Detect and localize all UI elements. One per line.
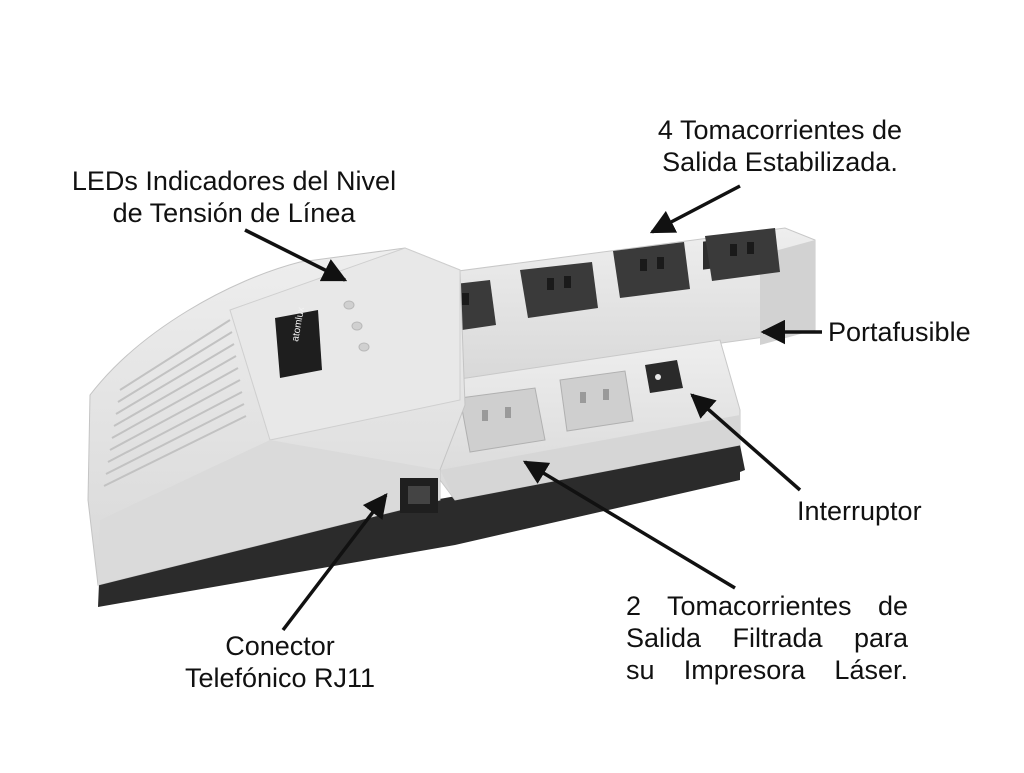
callout-switch: Interruptor: [797, 495, 922, 527]
led-indicators: [343, 300, 370, 352]
callout-arrows: [244, 184, 822, 632]
callout-fuse-holder-line1: Portafusible: [828, 317, 971, 347]
power-switch: [645, 360, 683, 393]
arrow-stabilized-outlets: [649, 184, 741, 234]
callout-fuse-holder: Portafusible: [828, 316, 971, 348]
callout-filtered-outlets: 2 Tomacorrientes de Salida Filtrada para…: [626, 590, 908, 686]
brand-logo: atomlux: [275, 306, 322, 378]
callout-filtered-line2: Salida Filtrada para: [626, 623, 908, 653]
callout-leds: LEDs Indicadores del Nivel de Tensión de…: [46, 165, 422, 229]
callout-leds-line1: LEDs Indicadores del Nivel: [71, 166, 397, 196]
callout-switch-line1: Interruptor: [797, 496, 922, 526]
callout-stabilized-outlets: 4 Tomacorrientes de Salida Estabilizada.: [630, 114, 930, 178]
callout-stabilized-line2: Salida Estabilizada.: [662, 147, 898, 177]
callout-rj11: Conector Telefónico RJ11: [160, 630, 400, 694]
callout-filtered-line3: su Impresora Láser.: [626, 655, 908, 685]
arrow-switch: [690, 393, 802, 492]
vent-ribs: [103, 319, 247, 487]
callout-rj11-line2: Telefónico RJ11: [184, 663, 376, 693]
callout-filtered-line1: 2 Tomacorrientes de: [626, 591, 908, 621]
callout-stabilized-line1: 4 Tomacorrientes de: [657, 115, 903, 145]
arrow-filtered-outlets: [522, 460, 736, 590]
arrow-leds: [244, 228, 348, 282]
callout-rj11-line1: Conector: [225, 631, 335, 661]
arrow-rj11: [281, 493, 388, 632]
filtered-outlets: [459, 370, 634, 453]
callout-leds-line2: de Tensión de Línea: [112, 198, 356, 228]
